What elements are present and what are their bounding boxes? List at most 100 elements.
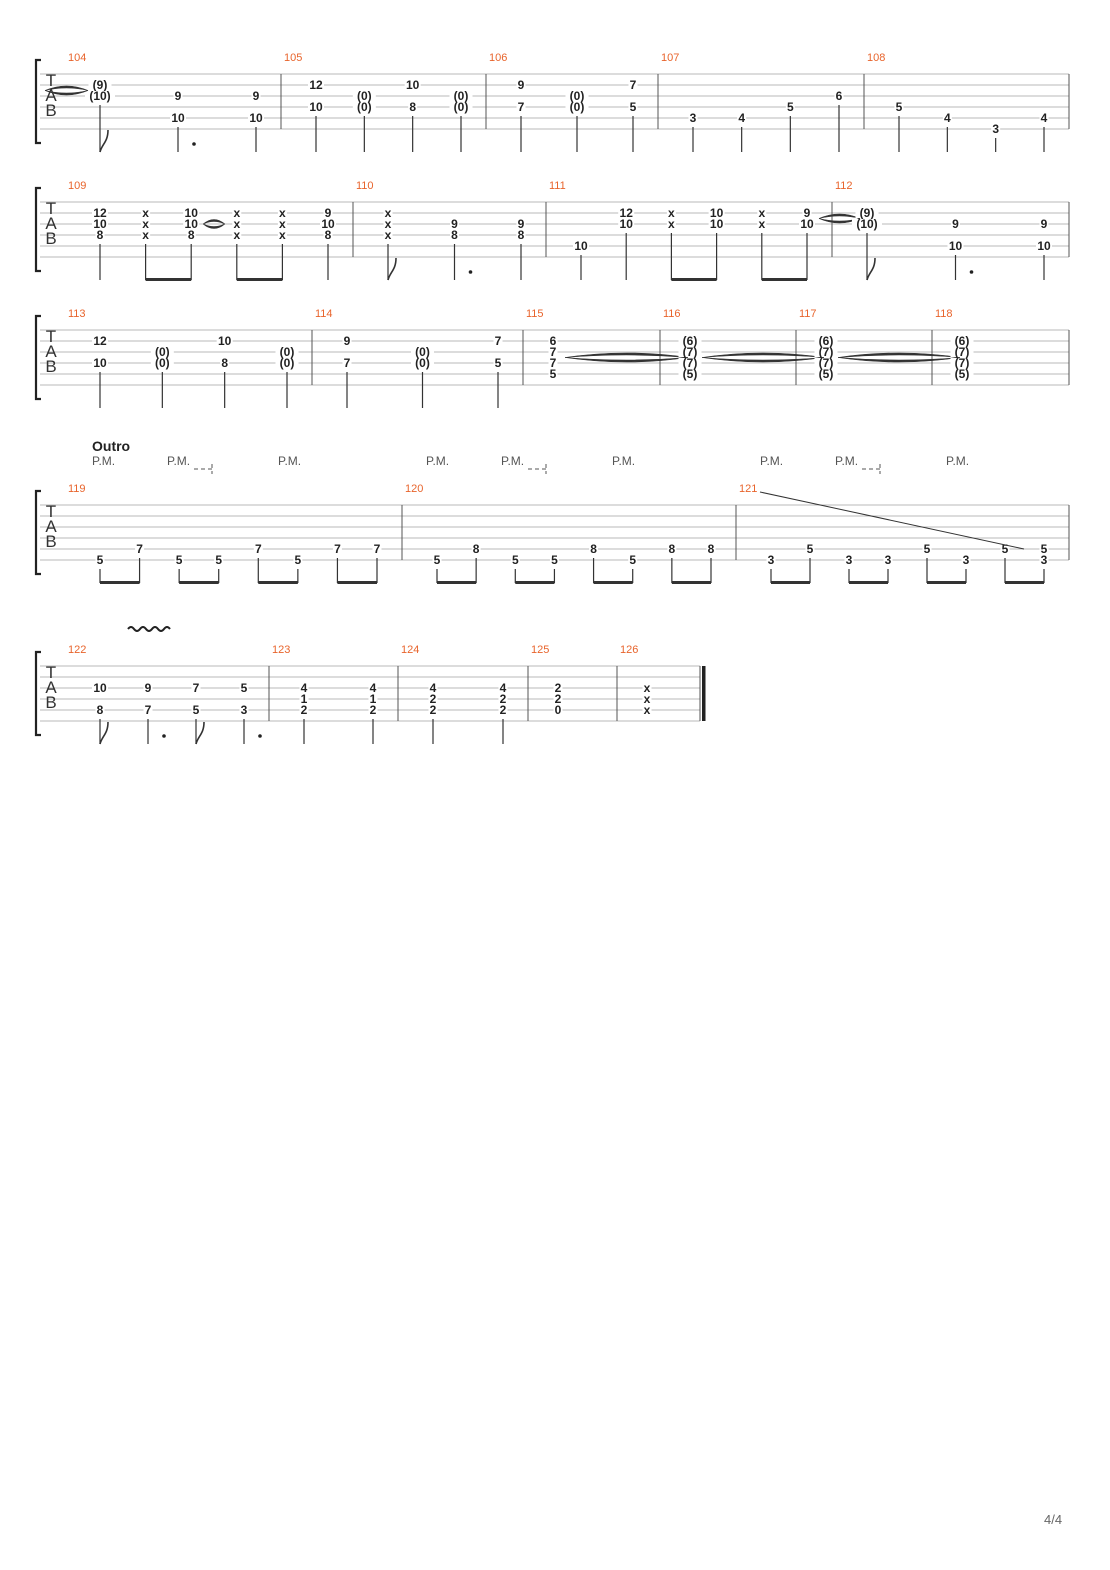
fret-bg	[706, 544, 716, 554]
fret-bg	[1036, 241, 1052, 251]
vibrato-icon	[127, 626, 171, 632]
note-event: 75	[191, 681, 205, 745]
fret-number: 5	[550, 367, 557, 381]
tab-clef-letter: B	[45, 357, 56, 376]
fret-bg	[471, 544, 481, 554]
fret-bg	[589, 544, 599, 554]
palm-mute-marker: P.M.	[278, 454, 301, 468]
palm-mute-marker: P.M.	[760, 454, 783, 468]
note-event: 422	[498, 681, 508, 744]
fret-number: 12	[93, 334, 107, 348]
fret-bg	[548, 358, 558, 368]
measure-number: 126	[620, 644, 638, 656]
fret-bg	[1039, 219, 1049, 229]
measure-number: 116	[663, 308, 681, 320]
note-event: 7	[100, 542, 145, 584]
note-event: (0)(0)	[565, 89, 589, 152]
tie-arc	[564, 357, 689, 363]
fret-number: 4	[738, 111, 745, 125]
fret-number: (6)	[819, 334, 834, 348]
fret-number: 7	[550, 345, 557, 359]
fret-bg	[757, 208, 767, 218]
note-event: 910	[170, 89, 196, 152]
fret-bg	[642, 705, 652, 715]
fret-bg	[991, 124, 1001, 134]
note-event: xxx	[642, 681, 652, 717]
fret-bg	[95, 705, 105, 715]
fret-bg	[708, 208, 725, 218]
fret-bg	[688, 113, 698, 123]
system-bracket	[34, 186, 41, 273]
fret-bg	[428, 683, 438, 693]
fret-bg	[299, 683, 309, 693]
fret-bg	[950, 369, 974, 379]
fret-number: 2	[555, 692, 562, 706]
measure-number: 122	[68, 644, 86, 656]
fret-bg	[449, 91, 473, 101]
fret-bg	[88, 80, 112, 90]
note-event: 5	[174, 553, 184, 583]
note-flag	[99, 721, 109, 745]
fret-number: x	[279, 217, 286, 231]
fret-bg	[894, 102, 904, 112]
note-event: 53	[239, 681, 262, 744]
fret-number: 8	[409, 100, 416, 114]
note-event: xx	[757, 206, 767, 280]
fret-bg	[666, 219, 676, 229]
fret-bg	[232, 219, 242, 229]
tab-clef-letter: T	[46, 663, 56, 682]
palm-mute-extension	[862, 464, 881, 474]
fret-number: x	[644, 681, 651, 695]
fret-bg	[516, 80, 526, 90]
fret-bg	[150, 347, 174, 357]
fret-number: 3	[768, 553, 775, 567]
fret-bg	[922, 544, 932, 554]
fret-number: (7)	[683, 356, 698, 370]
fret-bg	[678, 347, 702, 357]
note-event: (0)(0)	[352, 89, 376, 152]
note-event: (9)(10)	[44, 78, 115, 153]
fret-number: x	[668, 206, 675, 220]
palm-mute-marker: P.M.	[501, 454, 524, 468]
note-event: 10	[573, 239, 589, 280]
note-event: 108	[92, 681, 109, 745]
measure-number: 123	[272, 644, 290, 656]
note-event: 5	[179, 553, 224, 584]
fret-bg	[411, 347, 434, 357]
fret-number: 9	[518, 78, 525, 92]
fret-number: x	[644, 692, 651, 706]
fret-number: 9	[1041, 217, 1048, 231]
fret-number: 6	[836, 89, 843, 103]
fret-bg	[950, 336, 974, 346]
fret-bg	[628, 555, 638, 565]
fret-number: (5)	[955, 367, 970, 381]
fret-bg	[814, 358, 838, 368]
fret-bg	[143, 683, 153, 693]
fret-number: 5	[787, 100, 794, 114]
fret-number: x	[758, 206, 765, 220]
measure-number: 112	[835, 180, 853, 192]
final-barline	[702, 666, 706, 721]
measure-number: 119	[68, 483, 86, 495]
tab-clef-letter: T	[46, 502, 56, 521]
fret-bg	[404, 80, 421, 90]
note-event: 5	[922, 542, 932, 583]
measure-number: 124	[401, 644, 419, 656]
fret-bg	[92, 208, 108, 218]
fret-number: 2	[301, 703, 308, 717]
fret-bg	[737, 113, 747, 123]
fret-bg	[548, 347, 558, 357]
fret-number: 8	[97, 228, 104, 242]
note-flag	[387, 257, 397, 281]
fret-bg	[814, 347, 838, 357]
fret-bg	[191, 683, 201, 693]
fret-number: 7	[374, 542, 381, 556]
note-beam	[849, 581, 888, 584]
note-event: (0)(0)	[150, 345, 174, 408]
fret-bg	[92, 336, 108, 346]
fret-number: 10	[710, 206, 724, 220]
fret-number: 7	[550, 356, 557, 370]
measure-number: 113	[68, 308, 86, 320]
tab-clef-letter: A	[45, 86, 57, 105]
